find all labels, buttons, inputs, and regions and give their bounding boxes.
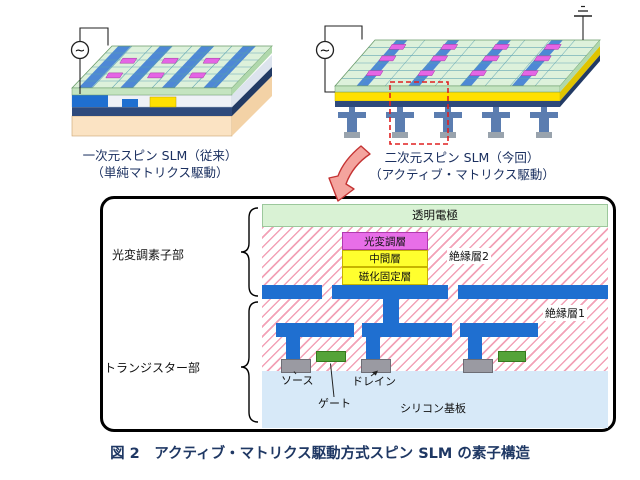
metal-bar: [460, 323, 538, 337]
insulator2-label: 絶縁層2: [447, 248, 491, 264]
light-modulation-label: 光変調層: [364, 235, 406, 248]
section-bottom-label: トランジスター部: [104, 361, 201, 375]
intermediate-layer: 中間層: [342, 250, 428, 267]
bottom-electrode-segment: [458, 285, 608, 299]
right-diagram-title-2: （アクティブ・マトリクス駆動）: [369, 167, 555, 182]
insulator-region: [262, 227, 608, 371]
left-diagram-title-2: （単純マトリクス駆動）: [91, 165, 229, 180]
left-diagram-3d: ~: [70, 27, 273, 137]
right-diagram-3d: ~: [315, 5, 601, 145]
pixel-pads: [105, 57, 221, 79]
figure-caption: 図 2 アクティブ・マトリクス駆動方式スピン SLM の素子構造: [110, 446, 530, 462]
transparent-electrode-layer: 透明電極: [262, 204, 608, 227]
ac-source-icon: ~: [70, 27, 109, 94]
insulator1-label: 絶縁層1: [543, 305, 587, 321]
source-contact: [281, 359, 311, 373]
pixel-pads: [365, 44, 562, 76]
highlight-region: [389, 81, 449, 145]
via-down: [366, 337, 380, 360]
via-down: [468, 337, 482, 360]
gate-label: ゲート: [318, 397, 351, 410]
substrate-label: シリコン基板: [400, 402, 466, 415]
metal-bar: [276, 323, 354, 337]
ac-wave-symbol: ~: [75, 44, 86, 59]
transistor-pillars: [338, 107, 558, 138]
via-down: [286, 337, 300, 360]
pinned-layer-label: 磁化固定層: [358, 270, 412, 283]
right-diagram-title-1: 二次元スピン SLM（今回）: [384, 150, 540, 165]
gate-electrode: [498, 351, 526, 362]
intermediate-label: 中間層: [369, 253, 401, 265]
light-modulation-layer: 光変調層: [342, 232, 428, 250]
ground-icon: [574, 5, 592, 40]
bottom-electrode-segment: [262, 285, 322, 299]
section-top-label: 光変調素子部: [112, 248, 185, 262]
source-label: ソース: [281, 374, 314, 387]
left-diagram-title-1: 一次元スピン SLM（従来）: [82, 148, 238, 163]
contact-pad: [463, 359, 493, 373]
ac-wave-symbol: ~: [320, 44, 331, 59]
bottom-electrode-segment: [332, 285, 448, 299]
pinned-layer: 磁化固定層: [342, 267, 428, 285]
drain-contact: [361, 359, 391, 373]
via-center: [383, 299, 399, 325]
ac-source-icon: ~: [315, 25, 363, 93]
drain-label: ドレイン: [352, 375, 396, 388]
gate-electrode: [316, 351, 346, 362]
metal-bar: [362, 323, 452, 337]
silicon-substrate-region: [262, 371, 608, 428]
transparent-electrode-label: 透明電極: [412, 207, 458, 222]
